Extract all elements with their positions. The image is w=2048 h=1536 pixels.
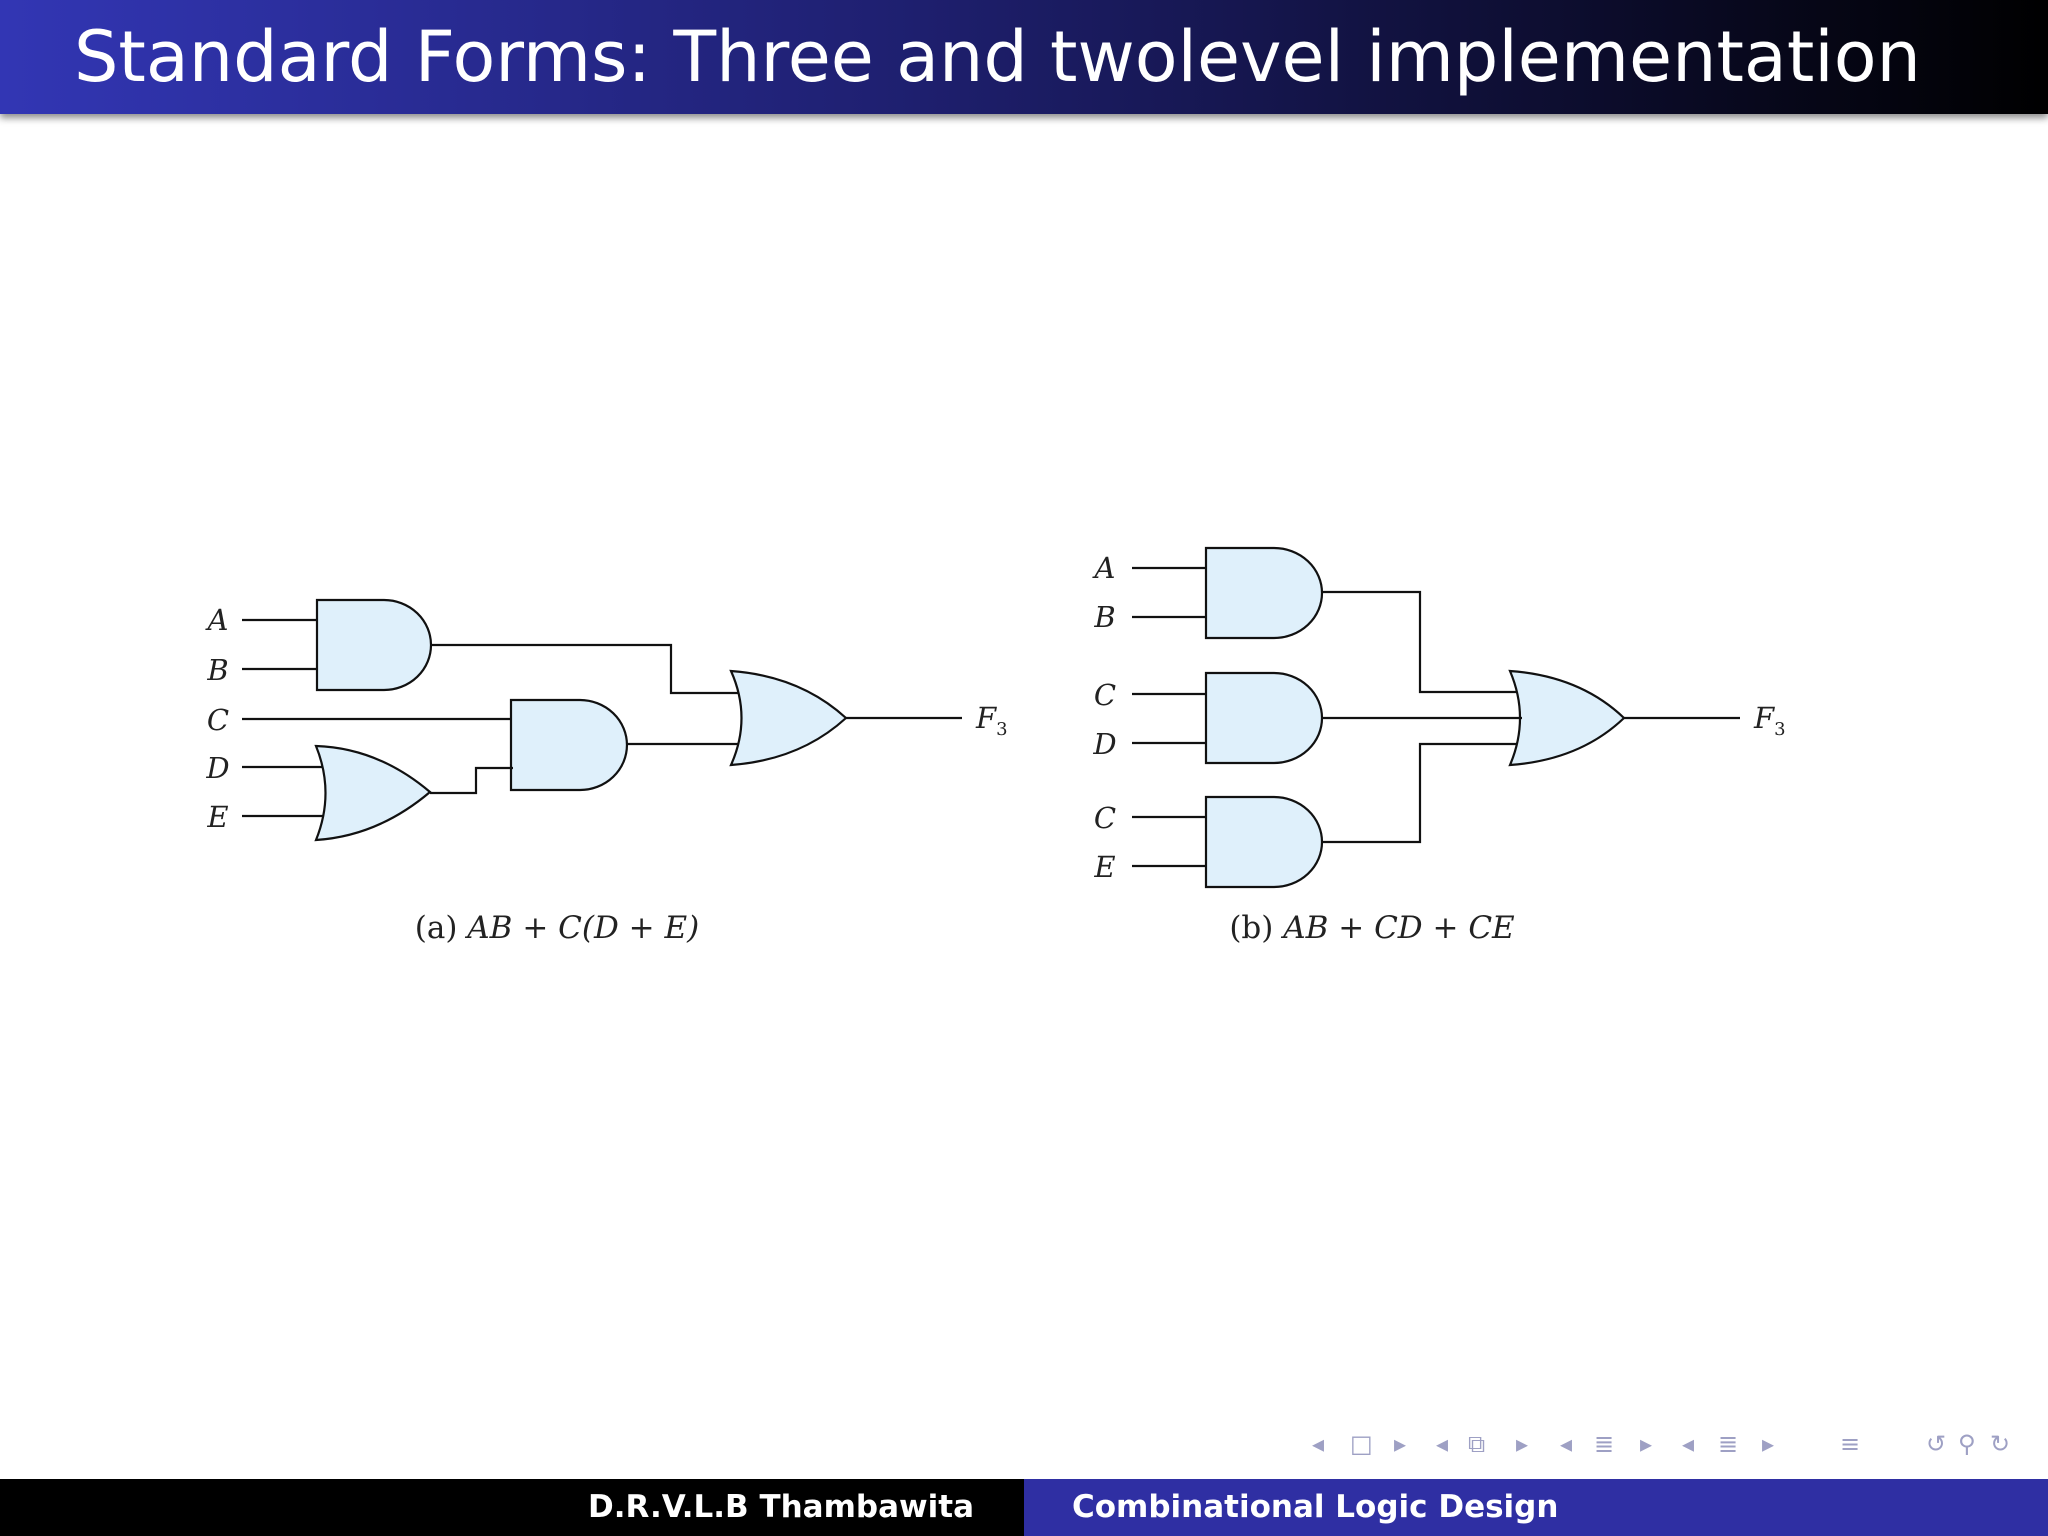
prev-arrow-icon[interactable]: ◂ xyxy=(1682,1430,1695,1458)
frame-icon[interactable]: □ xyxy=(1350,1430,1373,1458)
next-arrow-icon[interactable]: ▸ xyxy=(1394,1430,1407,1458)
or-gate-output-a xyxy=(729,669,848,767)
align-icon[interactable]: ≡ xyxy=(1840,1430,1861,1458)
footer-author: D.R.V.L.B Thambawita xyxy=(587,1489,974,1525)
figure-b xyxy=(1132,546,1740,889)
label-b-output-name: F xyxy=(1753,701,1775,735)
wire-b-ab-to-or xyxy=(1322,590,1517,694)
label-b-input-C2: C xyxy=(1094,801,1116,835)
figure-a-labels: A B C D E F3 xyxy=(205,603,1008,834)
label-b-input-D: D xyxy=(1092,727,1116,761)
and-gate-ab-b xyxy=(1204,546,1324,640)
and-gate-ce xyxy=(1204,795,1324,889)
next-arrow-icon[interactable]: ▸ xyxy=(1516,1430,1529,1458)
redo-icon[interactable]: ↻ xyxy=(1990,1430,2011,1458)
and-gate-c-de xyxy=(509,698,629,792)
footer-course: Combinational Logic Design xyxy=(1072,1489,1559,1525)
label-a-input-C: C xyxy=(207,703,229,737)
caption-b-expr: AB + CD + CE xyxy=(1280,910,1515,946)
prev-arrow-icon[interactable]: ◂ xyxy=(1312,1430,1325,1458)
section-list-icon[interactable]: ≣ xyxy=(1718,1430,1739,1458)
prev-arrow-icon[interactable]: ◂ xyxy=(1436,1430,1449,1458)
label-b-input-B: B xyxy=(1093,600,1115,634)
search-icon[interactable]: ⚲ xyxy=(1958,1430,1976,1458)
label-a-output-sub: 3 xyxy=(996,719,1007,740)
label-a-input-D: D xyxy=(205,751,229,785)
label-a-output: F3 xyxy=(975,701,1008,740)
slide-title: Standard Forms: Three and twolevel imple… xyxy=(74,16,1921,98)
undo-icon[interactable]: ↺ xyxy=(1926,1430,1947,1458)
caption-b: (b) AB + CD + CE xyxy=(1229,910,1515,946)
label-a-input-E: E xyxy=(206,800,228,834)
footer-author-bar: D.R.V.L.B Thambawita xyxy=(0,1479,1024,1536)
caption-b-prefix: (b) xyxy=(1229,910,1273,946)
wire-a-de-to-and xyxy=(430,766,513,795)
section-list-icon[interactable]: ≣ xyxy=(1594,1430,1615,1458)
prev-arrow-icon[interactable]: ◂ xyxy=(1560,1430,1573,1458)
caption-a-prefix: (a) xyxy=(415,910,458,946)
wire-a-ab-to-or xyxy=(431,643,738,695)
navigation-bar: ◂ □ ▸ ◂ ⧉ ▸ ◂ ≣ ▸ ◂ ≣ ▸ ≡ ↺ ⚲ ↻ xyxy=(1310,1430,2030,1468)
label-b-output-sub: 3 xyxy=(1774,719,1785,740)
caption-a: (a) AB + C(D + E) xyxy=(415,910,699,946)
caption-a-expr: AB + C(D + E) xyxy=(464,910,699,946)
next-arrow-icon[interactable]: ▸ xyxy=(1640,1430,1653,1458)
or-gate-de xyxy=(314,744,432,842)
label-b-input-C1: C xyxy=(1094,678,1116,712)
label-b-input-A: A xyxy=(1092,551,1116,585)
title-bar: Standard Forms: Three and twolevel imple… xyxy=(0,0,2048,114)
label-b-input-E: E xyxy=(1093,850,1115,884)
label-a-input-A: A xyxy=(205,603,229,637)
and-gate-cd xyxy=(1204,671,1324,765)
figure-b-labels: A B C D C E F3 xyxy=(1092,551,1786,884)
subsection-icon[interactable]: ⧉ xyxy=(1468,1430,1486,1458)
next-arrow-icon[interactable]: ▸ xyxy=(1762,1430,1775,1458)
figure-a xyxy=(242,598,962,842)
wire-b-ce-to-or xyxy=(1322,742,1517,844)
label-a-input-B: B xyxy=(206,653,228,687)
label-b-output: F3 xyxy=(1753,701,1786,740)
or-gate-output-b xyxy=(1508,669,1626,767)
label-a-output-name: F xyxy=(975,701,997,735)
and-gate-ab xyxy=(315,598,433,692)
footer-title-bar: Combinational Logic Design xyxy=(1024,1479,2048,1536)
